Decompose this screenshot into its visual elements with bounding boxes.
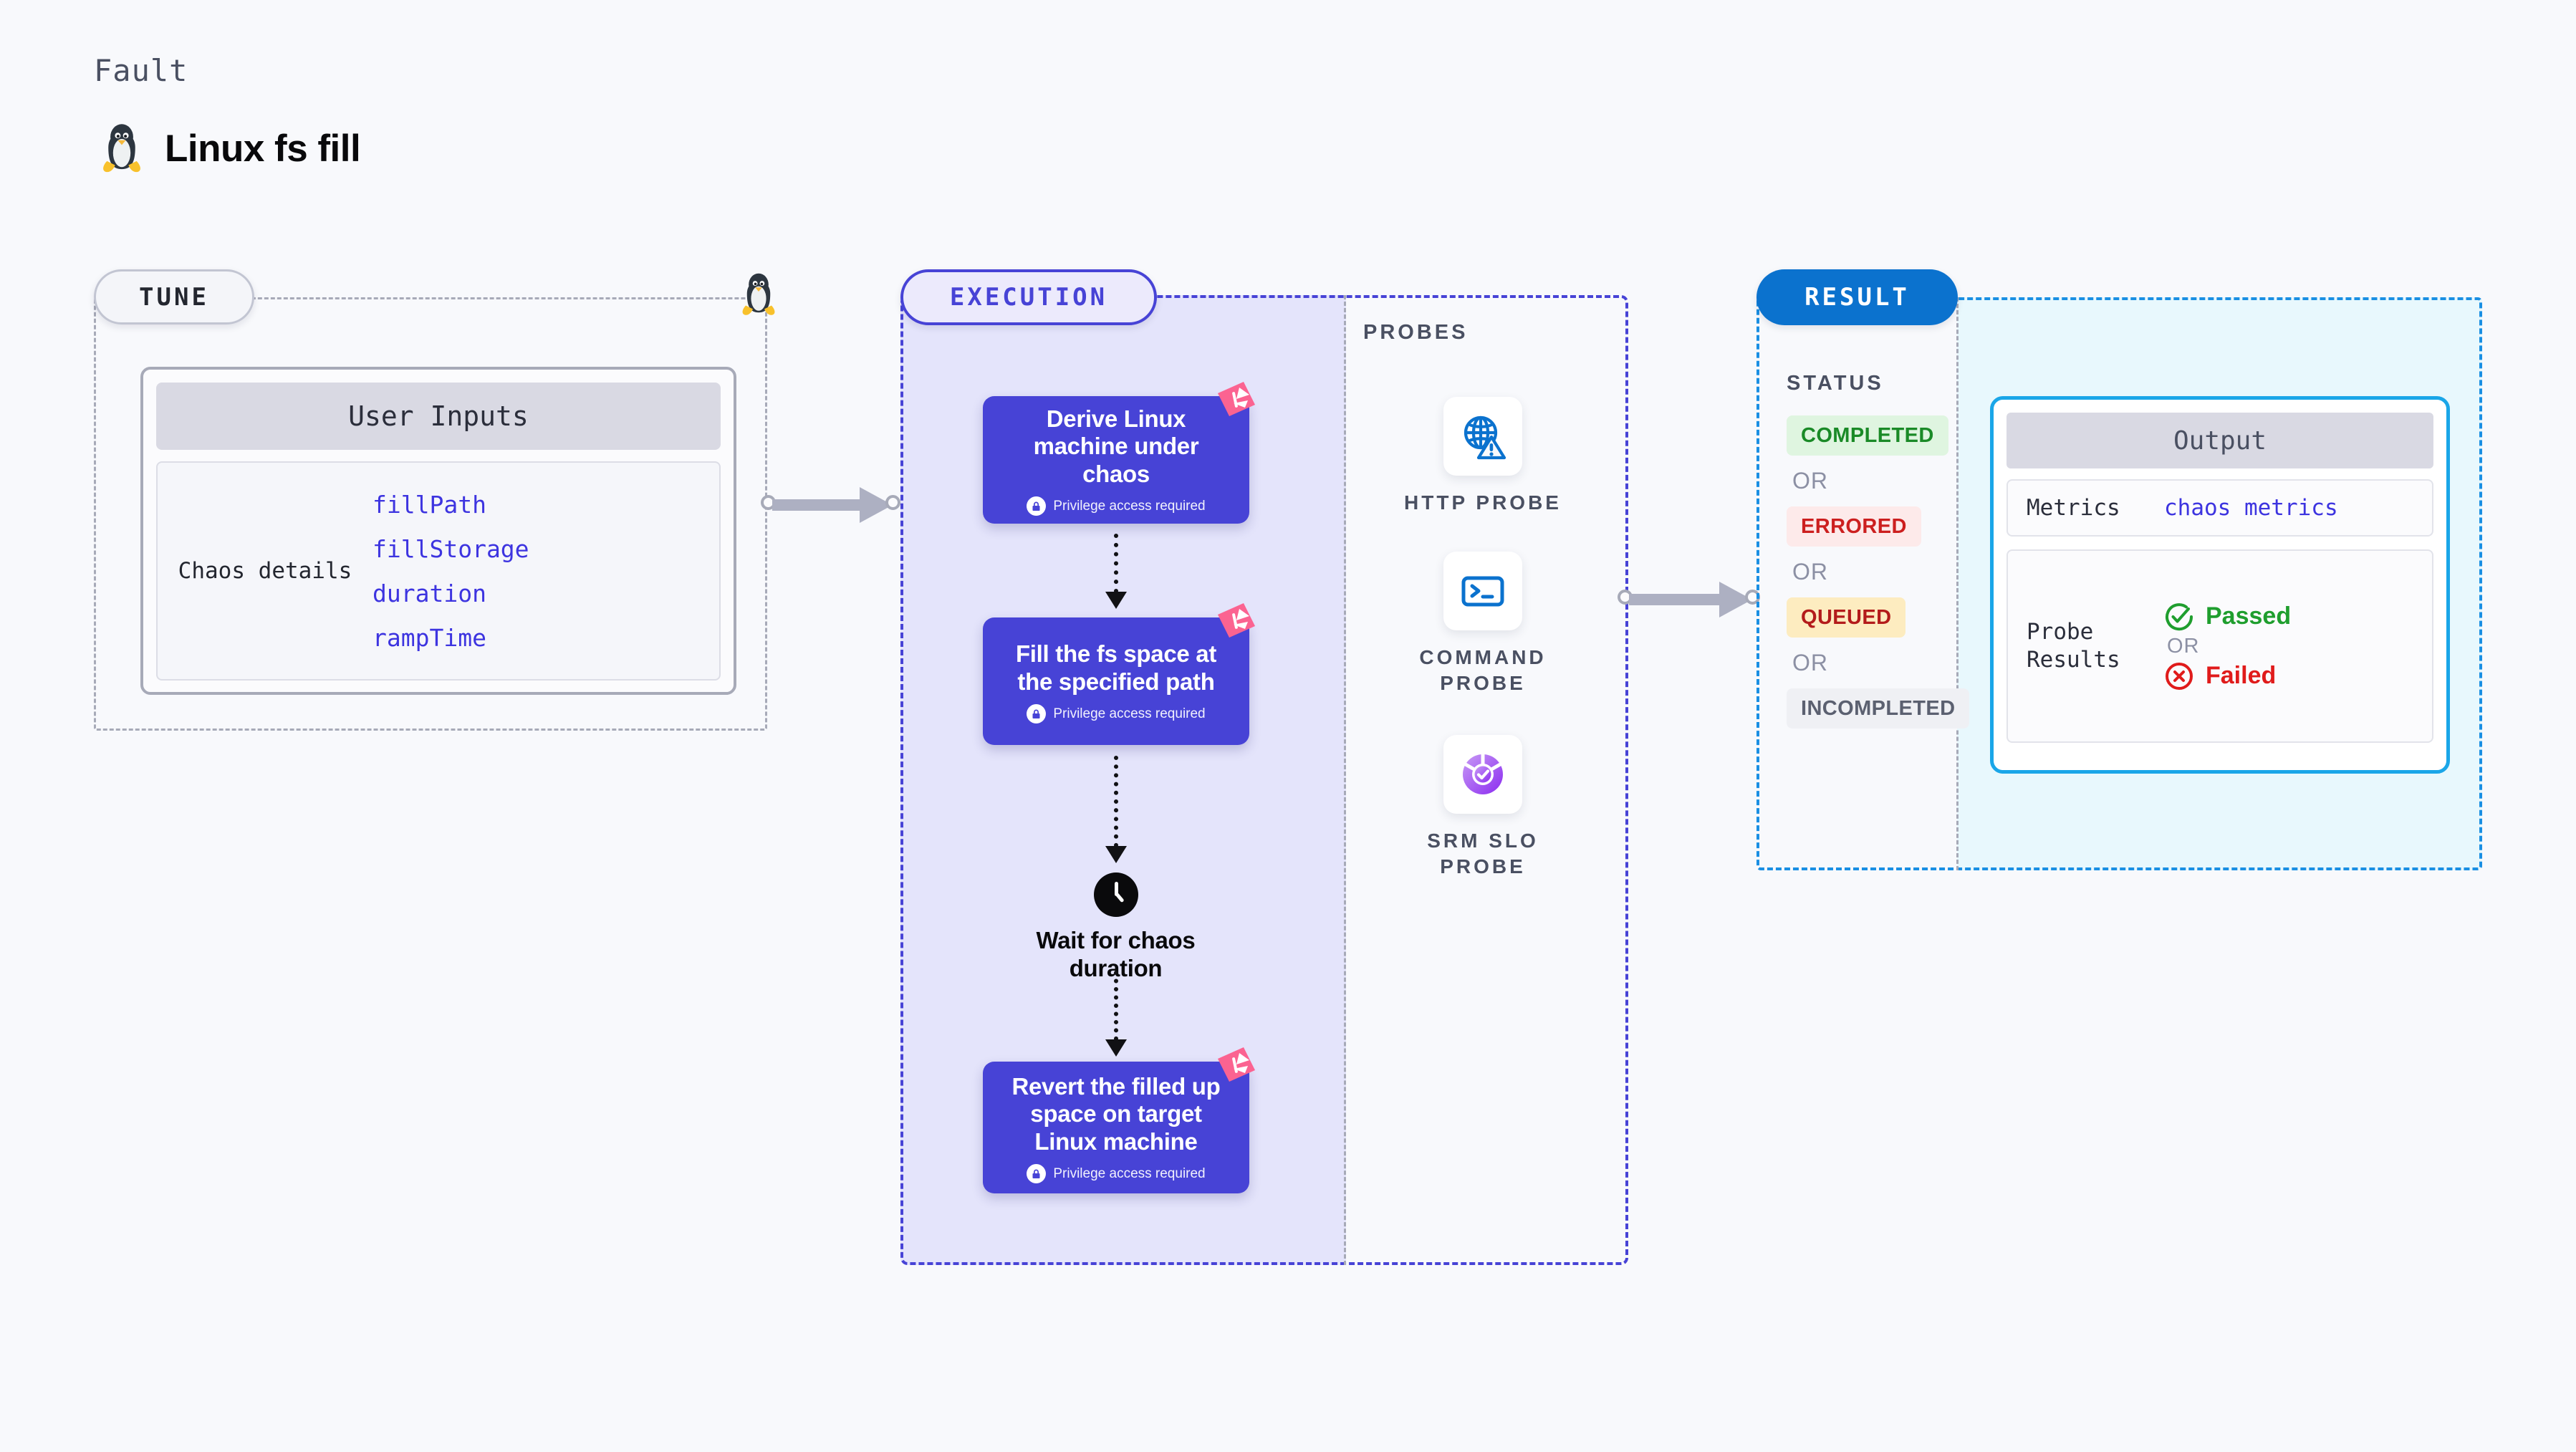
tune-stage-pill[interactable]: TUNE [94,269,254,324]
tux-penguin-icon [103,124,140,173]
lock-icon [1027,496,1047,516]
flow-connector-1 [1105,534,1127,609]
tune-region [94,297,767,731]
globe-warning-icon [1464,415,1506,460]
status-badge-queued: QUEUED [1787,597,1906,638]
execution-step-4-title: Revert the filled up space on target Lin… [1011,1072,1221,1155]
harness-ribbon-icon [1218,1047,1255,1082]
user-inputs-title: User Inputs [156,383,721,450]
probe-http-label: HTTP PROBE [1404,491,1562,514]
check-circle-icon [2166,602,2193,630]
status-or-3: OR [1792,650,1828,675]
execution-step-3[interactable]: Wait for chaos duration [1028,872,1203,982]
output-metrics-label: Metrics [2027,494,2120,521]
flow-connector-2 [1105,756,1127,863]
probe-srm-slo-label: SRM SLO PROBE [1427,830,1539,878]
status-or-1: OR [1792,468,1828,494]
execution-stage-pill[interactable]: EXECUTION [900,269,1157,325]
harness-ribbon-icon [1218,382,1255,416]
status-badge-incompleted: INCOMPLETED [1787,688,1970,729]
execution-step-4-privilege-label: Privilege access required [1053,1165,1206,1181]
slo-donut-check-icon [1462,753,1504,794]
status-list: COMPLETED OR ERRORED OR QUEUED OR INCOMP… [1787,415,1970,729]
execution-step-1[interactable]: Derive Linux machine under chaos Privile… [983,382,1255,524]
probe-command-label: COMMAND PROBE [1419,646,1547,694]
clock-icon [1093,872,1138,917]
probe-result-passed: Passed [2164,602,2291,632]
x-circle-icon [2166,662,2193,690]
result-output-divider [1956,297,1959,870]
page-kicker: Fault [94,53,188,88]
result-stage-pill[interactable]: RESULT [1756,269,1958,325]
probe-result-failed-label: Failed [2206,662,2277,689]
execution-step-1-privilege: Privilege access required [1027,496,1206,516]
output-card: Output Metrics chaos metrics Probe Resul… [1990,396,2450,774]
probe-srm-slo-tile [1443,735,1522,814]
status-badge-completed: COMPLETED [1787,415,1948,456]
probe-http-tile [1443,397,1522,476]
probes-title: PROBES [1363,321,1469,344]
status-title: STATUS [1787,372,1884,395]
param-fillstorage[interactable]: fillStorage [373,534,529,563]
lock-icon [1027,704,1047,724]
page-title-row: Linux fs fill [100,122,361,175]
flow-connector-3 [1105,971,1127,1057]
output-probe-results-row: Probe Results Passed OR Failed [2007,549,2433,743]
execution-step-1-privilege-label: Privilege access required [1053,498,1206,514]
status-or-2: OR [1792,559,1828,585]
param-duration[interactable]: duration [373,579,486,607]
page-title: Linux fs fill [165,127,361,170]
execution-step-2-privilege: Privilege access required [1027,704,1206,724]
tune-tux-penguin-icon [742,273,775,315]
probe-result-or: OR [2167,634,2200,658]
arrow-tune-to-execution [761,487,900,523]
output-metrics-value[interactable]: chaos metrics [2164,495,2338,521]
execution-step-1-title: Derive Linux machine under chaos [1033,405,1199,487]
execution-probes-region [900,295,1628,1265]
output-metrics-row: Metrics chaos metrics [2007,479,2433,537]
user-inputs-card: User Inputs Chaos details fillPath fillS… [140,367,736,695]
probe-command-tile [1443,552,1522,630]
result-region [1756,297,2482,870]
harness-ribbon-icon [1218,603,1255,638]
output-title: Output [2007,413,2433,468]
output-probe-results-label: Probe Results [2027,619,2120,673]
execution-step-2[interactable]: Fill the fs space at the specified path … [983,603,1255,745]
execution-step-4[interactable]: Revert the filled up space on target Lin… [983,1047,1255,1193]
probe-command[interactable]: COMMAND PROBE [1397,552,1569,696]
output-probe-results-values: Passed OR Failed [2164,602,2291,691]
execution-probes-divider [1344,295,1346,1265]
execution-step-4-privilege: Privilege access required [1027,1164,1206,1184]
status-badge-errored: ERRORED [1787,506,1921,547]
param-fillpath[interactable]: fillPath [373,490,486,519]
arrow-probes-to-result [1618,582,1761,617]
probe-result-failed: Failed [2164,661,2291,691]
chaos-details-label: Chaos details [178,558,352,584]
param-ramptime[interactable]: rampTime [373,623,486,652]
execution-step-2-title: Fill the fs space at the specified path [1015,640,1217,695]
probe-srm-slo[interactable]: SRM SLO PROBE [1397,735,1569,880]
chaos-details-row: Chaos details fillPath fillStorage durat… [156,461,721,681]
chaos-details-params: fillPath fillStorage duration rampTime [373,491,529,652]
lock-icon [1027,1164,1047,1184]
probe-http[interactable]: HTTP PROBE [1397,397,1569,516]
terminal-icon [1461,576,1504,607]
execution-step-2-privilege-label: Privilege access required [1053,706,1206,721]
probe-result-passed-label: Passed [2206,602,2292,630]
